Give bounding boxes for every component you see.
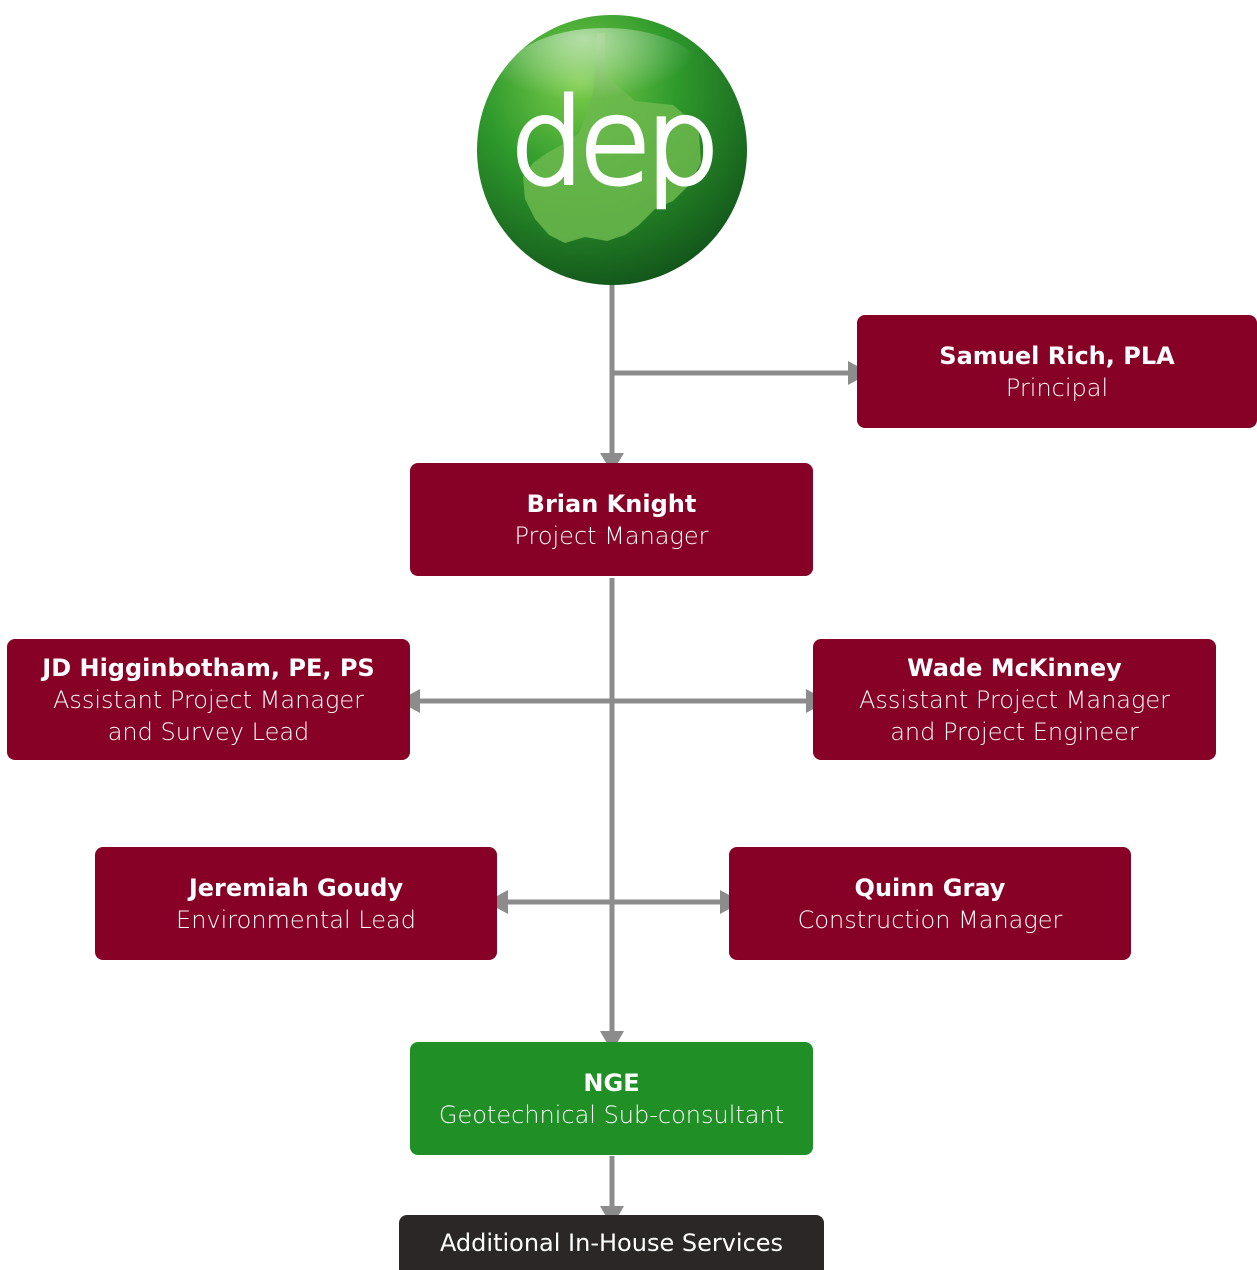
- principal-box: Samuel Rich, PLA Principal: [857, 315, 1257, 428]
- apm-survey-name: JD Higginbotham, PE, PS: [42, 653, 375, 682]
- arrowhead-environmental: [486, 890, 508, 914]
- principal-name: Samuel Rich, PLA: [939, 341, 1175, 370]
- subconsultant-name: NGE: [583, 1068, 640, 1097]
- apm-engineer-role-line2: and Project Engineer: [890, 717, 1139, 746]
- environmental-role: Environmental Lead: [176, 905, 416, 934]
- subconsultant-box: NGE Geotechnical Sub-consultant: [410, 1042, 813, 1155]
- additional-services-label: Additional In-House Services: [439, 1228, 784, 1257]
- apm-survey-role-line1: Assistant Project Manager: [52, 685, 365, 714]
- arrowhead-subconsultant: [600, 1031, 624, 1052]
- logo-text: dep: [510, 73, 714, 211]
- construction-name: Quinn Gray: [854, 873, 1006, 902]
- environmental-name: Jeremiah Goudy: [188, 873, 404, 902]
- construction-box: Quinn Gray Construction Manager: [729, 847, 1131, 960]
- project-manager-role: Project Manager: [514, 521, 709, 550]
- project-manager-name: Brian Knight: [526, 489, 697, 518]
- apm-survey-role-line2: and Survey Lead: [107, 717, 310, 746]
- project-manager-box: Brian Knight Project Manager: [410, 463, 813, 576]
- additional-services-box: Additional In-House Services: [399, 1215, 824, 1270]
- environmental-box: Jeremiah Goudy Environmental Lead: [95, 847, 497, 960]
- construction-role: Construction Manager: [797, 905, 1063, 934]
- principal-role: Principal: [1005, 373, 1109, 402]
- state-outline-shape: [523, 33, 701, 243]
- subconsultant-role: Geotechnical Sub-consultant: [438, 1100, 785, 1129]
- apm-engineer-role-line1: Assistant Project Manager: [858, 685, 1171, 714]
- dep-logo: dep: [477, 15, 747, 285]
- apm-engineer-name: Wade McKinney: [907, 653, 1122, 682]
- apm-engineer-box: Wade McKinney Assistant Project Manager …: [813, 639, 1216, 760]
- apm-survey-box: JD Higginbotham, PE, PS Assistant Projec…: [7, 639, 410, 760]
